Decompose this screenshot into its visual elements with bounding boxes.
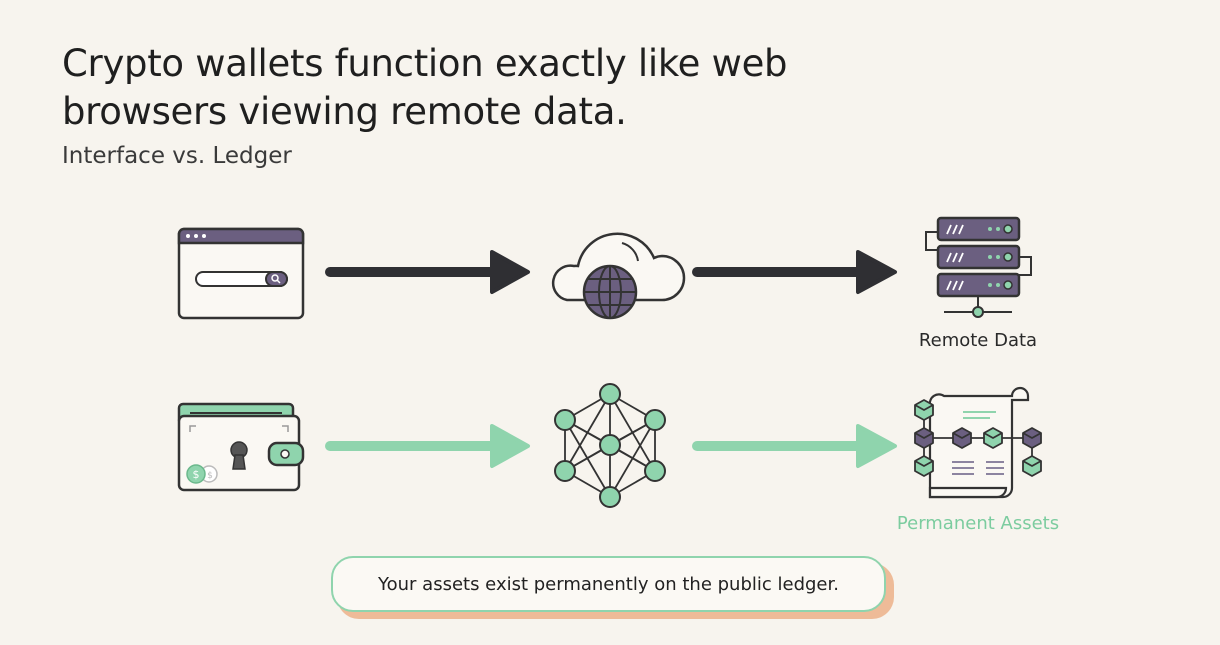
svg-text:$: $: [207, 471, 213, 481]
wallet-lock-icon: $ $: [177, 402, 305, 492]
network-nodes-icon: [554, 383, 666, 508]
arrow-wallet-to-network: [325, 424, 530, 468]
page-subtitle: Interface vs. Ledger: [62, 143, 292, 169]
page-title: Crypto wallets function exactly like web…: [62, 42, 788, 133]
permanent-assets-label: Permanent Assets: [896, 513, 1060, 534]
browser-window-icon: [177, 227, 305, 320]
ledger-callout: Your assets exist permanently on the pub…: [331, 556, 886, 612]
arrow-cloud-to-server: [692, 250, 897, 294]
ledger-blocks-icon: [914, 386, 1042, 499]
server-rack-icon: [925, 216, 1032, 318]
svg-text:$: $: [193, 468, 200, 481]
arrow-browser-to-cloud: [325, 250, 530, 294]
arrow-network-to-ledger: [692, 424, 897, 468]
remote-data-label: Remote Data: [918, 330, 1038, 351]
cloud-globe-icon: [551, 232, 686, 320]
